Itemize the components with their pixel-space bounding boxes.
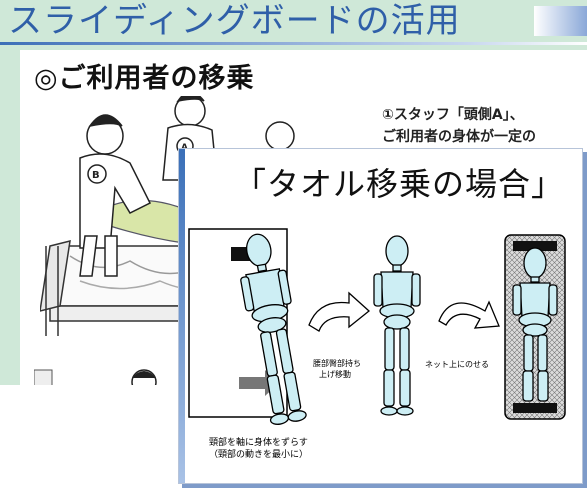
caregiver-b-badge: B xyxy=(92,170,100,181)
figure-2-standing xyxy=(373,235,421,416)
front-slide-title: 「タオル移乗の場合」 xyxy=(234,165,565,203)
caption-line-2: （頸部の動きを最小に） xyxy=(209,450,309,460)
figure-3-on-net xyxy=(512,247,558,402)
title-underline xyxy=(0,42,587,45)
label-net: ネット上にのせる xyxy=(425,360,489,369)
towel-transfer-diagram xyxy=(188,228,566,425)
curved-arrow-2 xyxy=(438,300,500,329)
back-slide-text-line-1: ①スタッフ「頭側A」、 xyxy=(382,107,524,123)
label-lift-line-2: 上げ移動 xyxy=(319,370,351,379)
back-slide-text-line-2: ご利用者の身体が一定の xyxy=(382,129,536,145)
caption: 頸部を軸に身体をずらす （頸部の動きを最小に） xyxy=(209,437,308,461)
label-lift-line-1: 腰部臀部持ち xyxy=(313,359,361,368)
caregiver-b-figure xyxy=(79,114,152,277)
figure-1-tilted xyxy=(240,233,307,425)
front-slide: 「タオル移乗の場合」 xyxy=(178,148,583,484)
curved-arrow-1 xyxy=(308,291,371,332)
front-slide-edge xyxy=(179,149,185,483)
caption-line-1: 頸部を軸に身体をずらす xyxy=(209,438,308,448)
lower-illustration-fragment xyxy=(34,369,157,385)
back-slide-title: スライディングボードの活用 xyxy=(8,1,461,41)
back-slide-heading: ◎ご利用者の移乗 xyxy=(34,63,255,94)
title-accent-bar xyxy=(534,6,587,36)
